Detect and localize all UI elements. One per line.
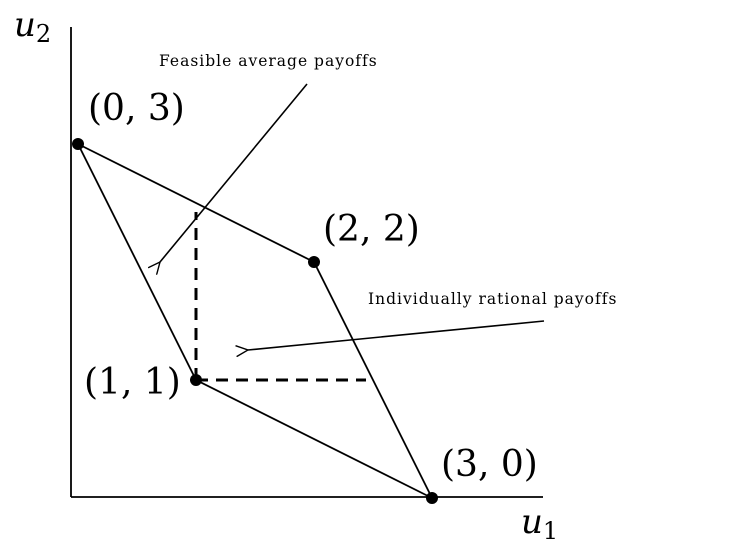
point-3-0 xyxy=(426,492,438,504)
edge-22-30 xyxy=(313,261,433,499)
rational-annotation: Individually rational payoffs xyxy=(368,290,617,308)
y-axis-label: u2 xyxy=(14,5,51,48)
x-axis-label: u1 xyxy=(521,502,558,545)
edge-11-03 xyxy=(77,143,197,381)
point-label-3-0: (3, 0) xyxy=(441,444,538,485)
point-2-2 xyxy=(308,256,320,268)
x-axis-subscript: 1 xyxy=(543,517,558,545)
point-0-3 xyxy=(72,138,84,150)
point-label-2-2: (2, 2) xyxy=(323,209,420,250)
point-label-1-1: (1, 1) xyxy=(84,362,181,403)
rational-arrow xyxy=(248,320,545,350)
edge-03-22 xyxy=(77,143,315,263)
point-1-1 xyxy=(190,374,202,386)
feasible-arrow xyxy=(160,83,308,262)
point-label-0-3: (0, 3) xyxy=(88,88,185,129)
feasible-annotation: Feasible average payoffs xyxy=(159,52,378,70)
edge-30-11 xyxy=(195,379,433,499)
y-axis-subscript: 2 xyxy=(36,20,51,48)
